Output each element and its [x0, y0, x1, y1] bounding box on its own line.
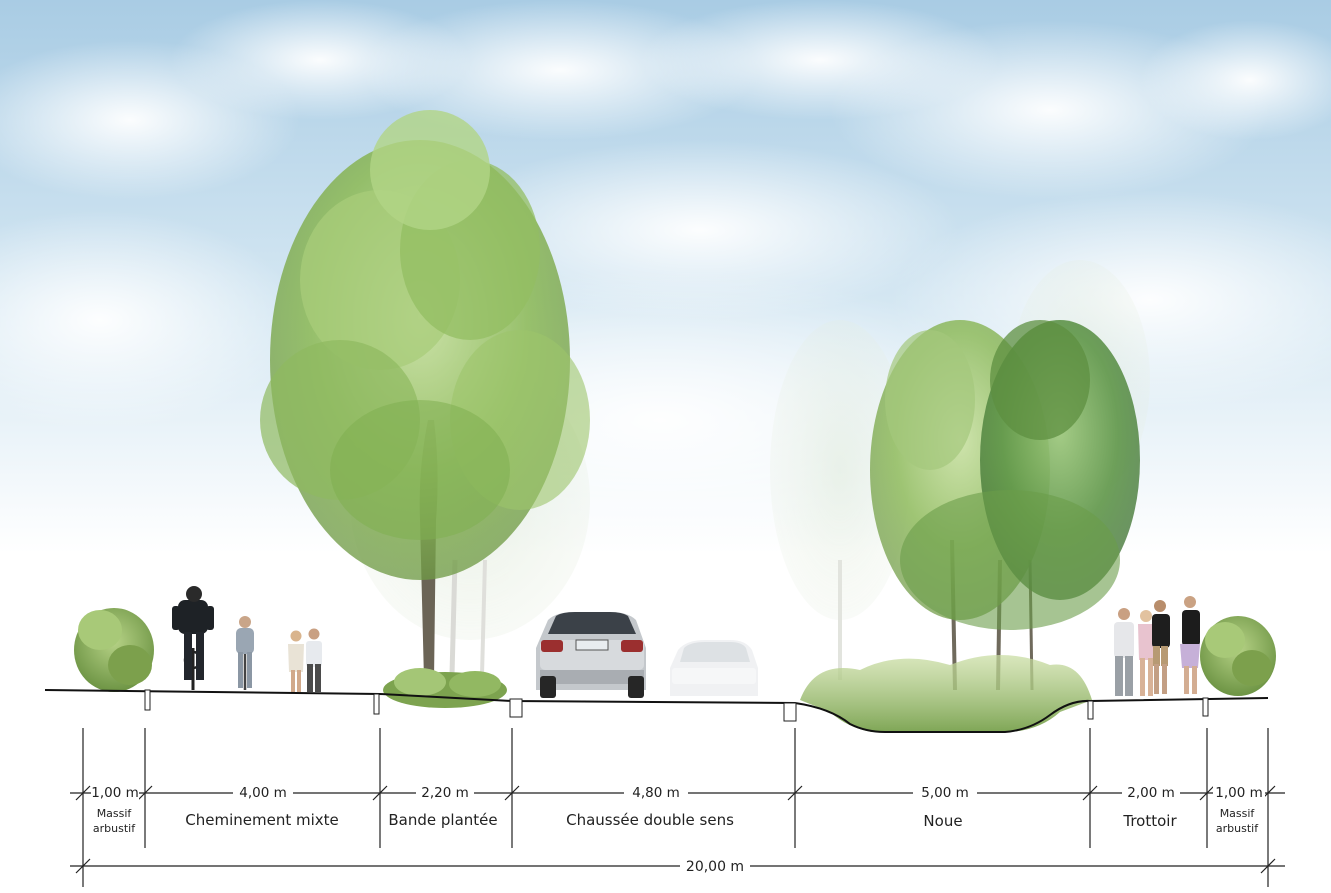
- label-noue: Noue: [923, 812, 962, 830]
- label-massif-left-line2: arbustif: [93, 822, 136, 835]
- label-massif-left-line1: Massif: [97, 807, 133, 820]
- shrub-icon: [383, 668, 507, 708]
- segment-width-labels: 1,00 m 4,00 m 2,20 m 4,80 m 5,00 m 2,00 …: [91, 783, 1265, 801]
- width-noue: 5,00 m: [921, 785, 969, 801]
- curb-markers: [144, 689, 1209, 722]
- label-massif-right-line2: arbustif: [1216, 822, 1259, 835]
- pedestrian-icon: [1180, 596, 1200, 694]
- cyclist-icon: [236, 616, 254, 690]
- pedestrian-icon: [1138, 610, 1154, 696]
- shrub-icon: [1200, 616, 1276, 696]
- width-chaussee: 4,80 m: [632, 785, 680, 801]
- tree-icon: [260, 110, 590, 680]
- total-width: 20,00 m: [686, 859, 744, 875]
- pedestrian-icon: [288, 630, 304, 692]
- pedestrian-icon: [1152, 600, 1170, 694]
- cyclist-icon: [172, 586, 214, 690]
- pedestrian-icon: [306, 628, 322, 692]
- car-icon: [670, 640, 758, 696]
- width-trottoir: 2,00 m: [1127, 785, 1175, 801]
- ground-profile: [44, 689, 1269, 733]
- width-bande: 2,20 m: [421, 785, 469, 801]
- label-massif-right-line1: Massif: [1220, 807, 1256, 820]
- shrub-icon: [74, 608, 154, 692]
- tree-icon: [870, 320, 1140, 691]
- label-chaussee: Chaussée double sens: [566, 811, 734, 829]
- segment-zone-labels: Massif arbustif Cheminement mixte Bande …: [93, 807, 1259, 835]
- label-trottoir: Trottoir: [1122, 812, 1177, 830]
- car-icon: [536, 612, 646, 698]
- width-massif-right: 1,00 m: [1215, 785, 1263, 801]
- width-massif-left: 1,00 m: [91, 785, 139, 801]
- width-cheminement: 4,00 m: [239, 785, 287, 801]
- clouds: [0, 0, 1331, 570]
- pedestrian-icon: [1114, 608, 1134, 696]
- label-bande: Bande plantée: [388, 811, 497, 829]
- noue-grass: [800, 655, 1092, 732]
- label-cheminement: Cheminement mixte: [185, 811, 339, 829]
